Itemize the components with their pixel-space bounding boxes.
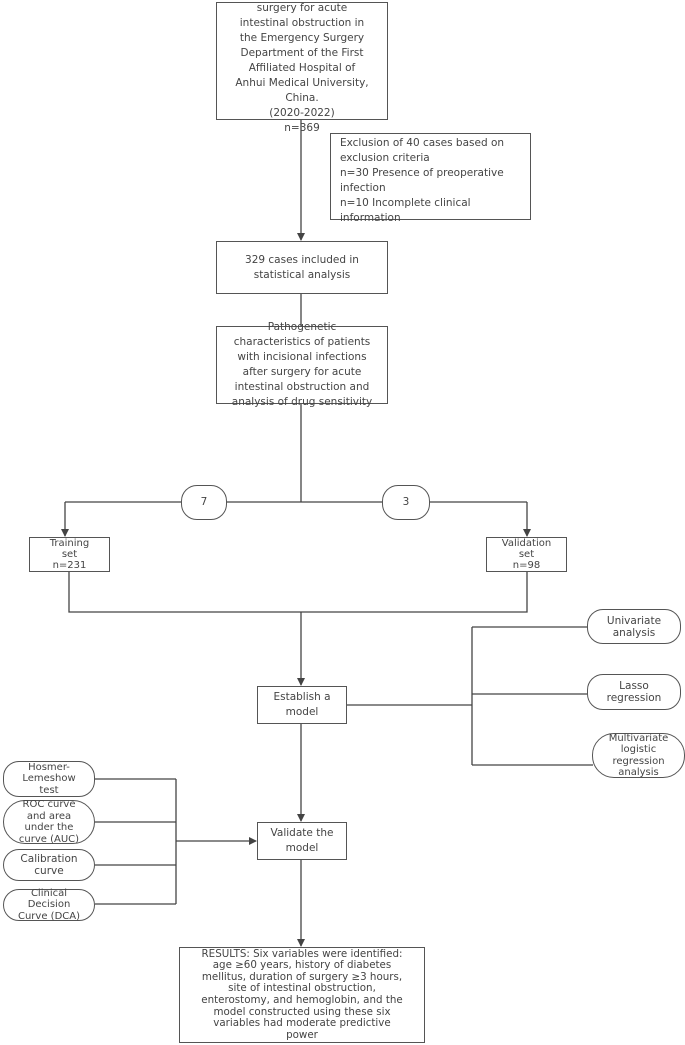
hosmer-lemeshow-oval: Hosmer- Lemeshow test [3,761,95,797]
training-set-box: Training set n=231 [29,537,110,572]
validation-set-text: Validation set n=98 [501,538,552,571]
results-box: RESULTS: Six variables were identified: … [179,947,425,1043]
included-text: 329 cases included in statistical analys… [245,253,359,281]
ratio-training-oval: 7 [181,485,227,520]
pathogenetic-text: Pathogenetic characteristics of patients… [231,321,373,408]
dca-text: Clinical Decision Curve (DCA) [17,887,80,922]
univariate-text: Univariate analysis [606,614,662,639]
patients-box: Patients who underwent surgery for acute… [216,2,388,134]
training-set-text: Training set n=231 [49,538,90,571]
calibration-curve-text: Calibration curve [20,853,78,877]
multivariate-oval: Multivariate logistic regression analysi… [592,733,685,778]
dca-oval: Clinical Decision Curve (DCA) [3,887,95,922]
results-text: RESULTS: Six variables were identified: … [201,947,403,1041]
ratio-training-text: 7 [200,496,208,508]
lasso-text: Lasso regression [606,680,662,704]
exclusion-box: Exclusion of 40 cases based on exclusion… [330,133,531,224]
hosmer-lemeshow-text: Hosmer- Lemeshow test [22,761,76,796]
line-merge-sets [68,572,528,613]
patients-text: Patients who underwent surgery for acute… [235,2,369,134]
exclusion-text: Exclusion of 40 cases based on exclusion… [340,137,505,224]
roc-auc-oval: ROC curve and area under the curve (AUC) [3,799,95,845]
pathogenetic-box: Pathogenetic characteristics of patients… [216,321,388,408]
roc-auc-text: ROC curve and area under the curve (AUC) [18,799,80,845]
validate-model-text: Validate the model [270,827,334,854]
calibration-curve-oval: Calibration curve [3,849,95,881]
multivariate-text: Multivariate logistic regression analysi… [608,732,669,779]
univariate-oval: Univariate analysis [587,609,681,644]
ratio-validation-text: 3 [402,496,410,508]
lasso-oval: Lasso regression [587,674,681,710]
included-box: 329 cases included in statistical analys… [216,241,388,294]
ratio-validation-oval: 3 [382,485,430,520]
validate-model-box: Validate the model [257,822,347,860]
establish-model-box: Establish a model [257,686,347,724]
establish-model-text: Establish a model [273,691,331,718]
validation-set-box: Validation set n=98 [486,537,567,572]
